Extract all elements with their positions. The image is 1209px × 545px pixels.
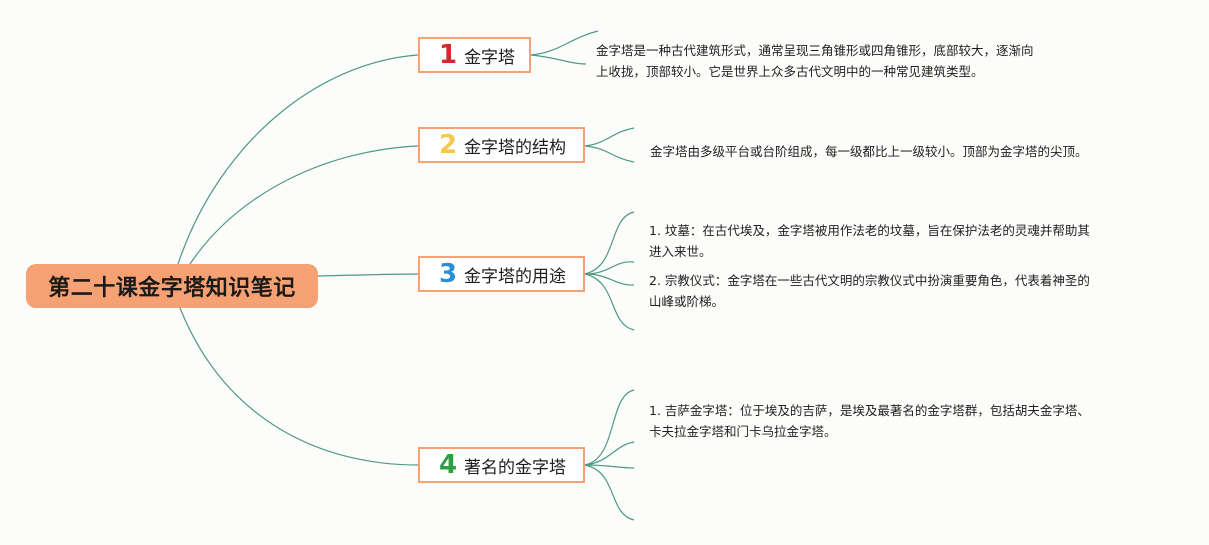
connector-root-topic1 <box>177 54 419 265</box>
connector-root-topic2 <box>189 145 419 265</box>
topic-label-3: 金字塔的用途 <box>464 266 566 287</box>
topic-node-3[interactable]: 3 金字塔的用途 <box>418 256 585 292</box>
topic-node-1[interactable]: 1 金字塔 <box>418 37 531 73</box>
topic3-note-1[interactable]: 1. 坟墓：在古代埃及，金字塔被用作法老的坟墓，旨在保护法老的灵魂并帮助其 进入… <box>649 220 1090 262</box>
topic3-note-2-line-1: 2. 宗教仪式：金字塔在一些古代文明的宗教仪式中扮演重要角色，代表着神圣的 <box>649 273 1090 288</box>
topic1-note-1[interactable]: 金字塔是一种古代建筑形式，通常呈现三角锥形或四角锥形，底部较大，逐渐向 上收拢，… <box>596 40 1034 82</box>
topic-label-2: 金字塔的结构 <box>464 137 566 158</box>
connector-topic3-branch-a <box>584 211 635 275</box>
topic2-note-1-line-1: 金字塔由多级平台或台阶组成，每一级都比上一级较小。顶部为金字塔的尖顶。 <box>650 144 1088 159</box>
topic-label-4: 著名的金字塔 <box>464 457 566 478</box>
topic3-note-2[interactable]: 2. 宗教仪式：金字塔在一些古代文明的宗教仪式中扮演重要角色，代表着神圣的 山峰… <box>649 270 1090 312</box>
topic-label-1: 金字塔 <box>464 47 515 68</box>
topic3-note-2-line-2: 山峰或阶梯。 <box>649 294 725 309</box>
root-title: 第二十课金字塔知识笔记 <box>48 276 296 301</box>
number-2-icon: 2 <box>438 130 458 160</box>
topic3-note-1-line-1: 1. 坟墓：在古代埃及，金字塔被用作法老的坟墓，旨在保护法老的灵魂并帮助其 <box>649 223 1090 238</box>
number-3-icon: 3 <box>438 259 458 289</box>
connector-topic4-branch-a <box>584 389 635 466</box>
connector-root-topic4 <box>179 307 419 466</box>
topic2-note-1[interactable]: 金字塔由多级平台或台阶组成，每一级都比上一级较小。顶部为金字塔的尖顶。 <box>650 141 1088 162</box>
connector-topic1-branch-b <box>530 54 587 65</box>
connector-topic2-branch-b <box>584 145 635 163</box>
connector-topic2-branch-a <box>584 127 635 147</box>
connector-root-topic3 <box>317 273 419 277</box>
connector-topic3-branch-c <box>584 273 635 286</box>
connector-topic3-branch-b <box>584 261 635 275</box>
connector-topic4-branch-d <box>584 464 635 521</box>
connector-topic4-branch-b <box>584 441 635 466</box>
connector-topic1-branch-a <box>530 30 599 56</box>
topic-node-2[interactable]: 2 金字塔的结构 <box>418 127 585 163</box>
number-4-icon: 4 <box>438 450 458 480</box>
topic4-note-1-line-2: 卡夫拉金字塔和门卡乌拉金字塔。 <box>649 424 837 439</box>
connector-topic3-branch-d <box>584 273 635 331</box>
topic4-note-1[interactable]: 1. 吉萨金字塔：位于埃及的吉萨，是埃及最著名的金字塔群，包括胡夫金字塔、 卡夫… <box>649 400 1090 442</box>
topic3-note-1-line-2: 进入来世。 <box>649 244 712 259</box>
topic1-note-1-line-2: 上收拢，顶部较小。它是世界上众多古代文明中的一种常见建筑类型。 <box>596 64 984 79</box>
root-node[interactable]: 第二十课金字塔知识笔记 <box>26 264 318 308</box>
topic-node-4[interactable]: 4 著名的金字塔 <box>418 447 585 483</box>
number-1-icon: 1 <box>438 40 458 70</box>
topic4-note-1-line-1: 1. 吉萨金字塔：位于埃及的吉萨，是埃及最著名的金字塔群，包括胡夫金字塔、 <box>649 403 1090 418</box>
connector-topic4-branch-c <box>584 464 635 469</box>
topic1-note-1-line-1: 金字塔是一种古代建筑形式，通常呈现三角锥形或四角锥形，底部较大，逐渐向 <box>596 43 1034 58</box>
